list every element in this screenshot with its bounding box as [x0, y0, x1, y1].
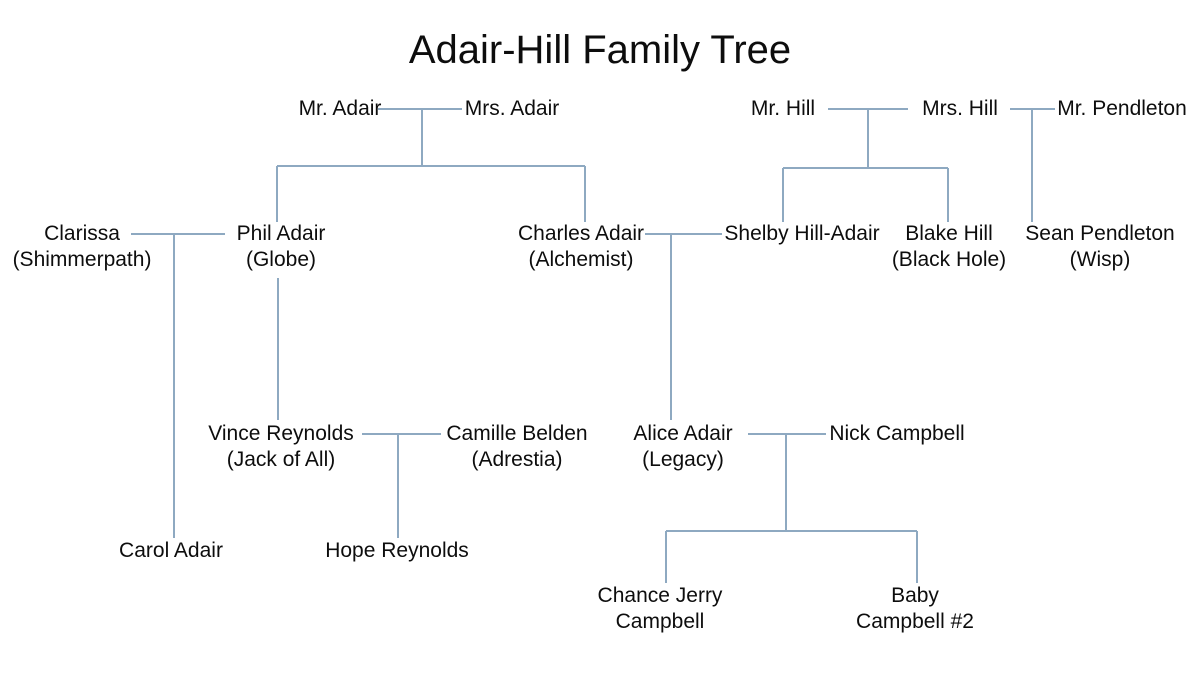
- person-alias: (Black Hole): [891, 248, 1007, 271]
- person-name: Camille Belden: [446, 422, 588, 445]
- person-alias: Campbell #2: [856, 610, 974, 633]
- person-alias: (Globe): [245, 248, 317, 271]
- person-name: Vince Reynolds: [208, 422, 354, 445]
- person-node-shelby[interactable]: Shelby Hill-Adair: [724, 221, 879, 247]
- person-name: Clarissa: [44, 222, 120, 245]
- person-alias: (Wisp): [1069, 248, 1131, 271]
- person-alias: Campbell: [615, 610, 705, 633]
- person-alias: (Adrestia): [471, 448, 563, 471]
- person-name: Phil Adair: [236, 222, 326, 245]
- person-name: Mr. Adair: [298, 97, 382, 120]
- person-node-mrs_hill[interactable]: Mrs. Hill: [922, 96, 998, 122]
- person-alias: (Shimmerpath): [12, 248, 152, 271]
- person-node-hope_reynolds[interactable]: Hope Reynolds: [325, 538, 469, 564]
- person-name: Sean Pendleton: [1025, 222, 1175, 245]
- person-node-carol_adair[interactable]: Carol Adair: [119, 538, 223, 564]
- person-node-nick_campbell[interactable]: Nick Campbell: [829, 421, 964, 447]
- person-node-vince_reynolds[interactable]: Vince Reynolds (Jack of All): [208, 421, 354, 473]
- person-alias: (Alchemist): [528, 248, 634, 271]
- person-node-mr_hill[interactable]: Mr. Hill: [751, 96, 815, 122]
- person-node-charles_adair[interactable]: Charles Adair (Alchemist): [518, 221, 644, 273]
- person-name: Charles Adair: [517, 222, 645, 245]
- person-node-clarissa[interactable]: Clarissa (Shimmerpath): [13, 221, 152, 273]
- person-node-mr_pendleton[interactable]: Mr. Pendleton: [1057, 96, 1187, 122]
- person-name: Chance Jerry: [597, 584, 723, 607]
- person-node-phil_adair[interactable]: Phil Adair (Globe): [237, 221, 326, 273]
- person-node-mrs_adair[interactable]: Mrs. Adair: [465, 96, 560, 122]
- person-node-sean_pendleton[interactable]: Sean Pendleton (Wisp): [1025, 221, 1174, 273]
- person-name: Shelby Hill-Adair: [724, 222, 880, 245]
- person-name: Mr. Pendleton: [1057, 97, 1187, 120]
- person-name: Blake Hill: [905, 222, 993, 245]
- person-name: Alice Adair: [633, 422, 733, 445]
- person-name: Carol Adair: [119, 539, 223, 562]
- person-name: Nick Campbell: [829, 422, 965, 445]
- person-name: Baby: [891, 584, 939, 607]
- person-name: Hope Reynolds: [325, 539, 469, 562]
- page-title: Adair-Hill Family Tree: [408, 28, 792, 72]
- person-alias: (Jack of All): [226, 448, 336, 471]
- person-node-camille_belden[interactable]: Camille Belden (Adrestia): [446, 421, 587, 473]
- person-name: Mrs. Adair: [464, 97, 560, 120]
- person-name: Mr. Hill: [750, 97, 816, 120]
- person-name: Mrs. Hill: [922, 97, 998, 120]
- person-node-alice_adair[interactable]: Alice Adair (Legacy): [633, 421, 732, 473]
- person-node-mr_adair[interactable]: Mr. Adair: [299, 96, 382, 122]
- person-node-blake_hill[interactable]: Blake Hill (Black Hole): [892, 221, 1006, 273]
- person-alias: (Legacy): [642, 448, 724, 471]
